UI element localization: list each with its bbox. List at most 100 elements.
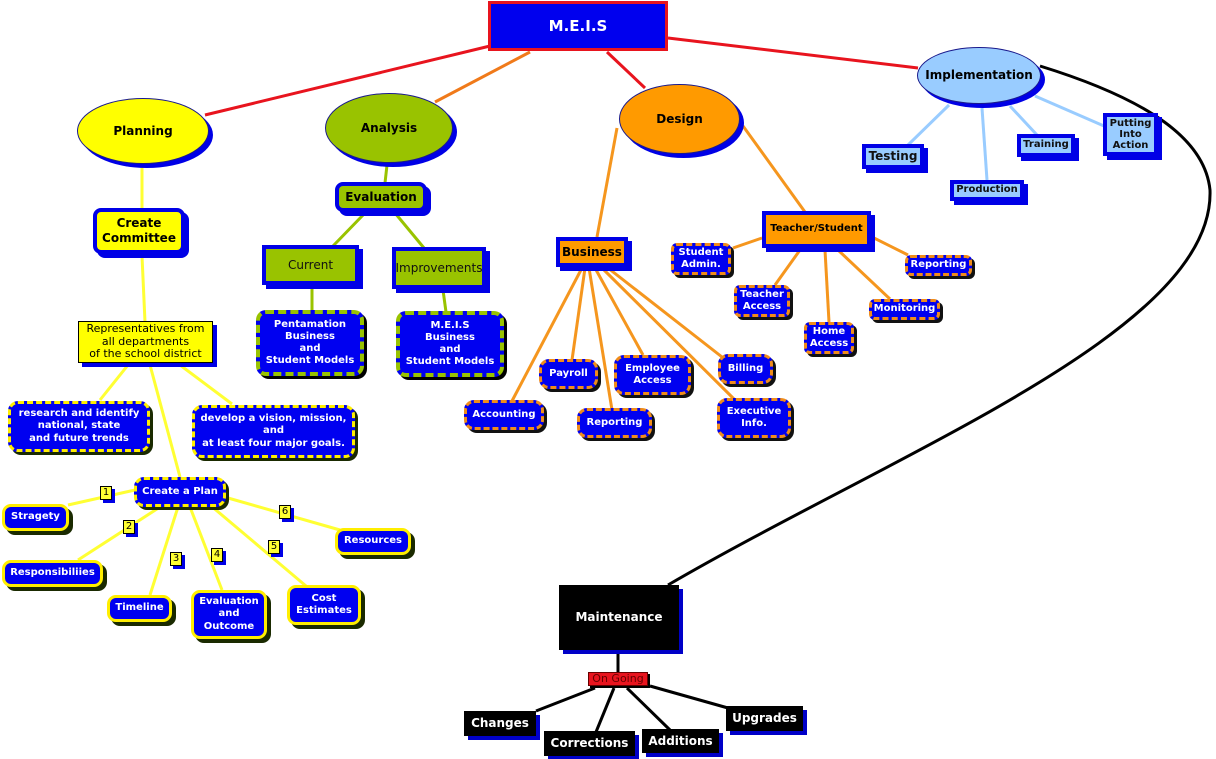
impl-item-testing[interactable]: Testing [862, 144, 924, 169]
plan-item-label: Resources [343, 535, 403, 547]
maint-item-additions[interactable]: Additions [642, 729, 719, 753]
step-number-4: 4 [211, 548, 223, 562]
link-reps-vision [179, 363, 233, 406]
link-teacher-studentadmin [732, 236, 763, 250]
improved-model-node[interactable]: M.E.I.S Business and Student Models [396, 311, 504, 377]
link-ongoing-additions [625, 686, 672, 732]
representatives-node[interactable]: Representatives from all departments of … [78, 321, 213, 363]
create-plan-label: Create a Plan [142, 485, 218, 497]
business-item-executive-info[interactable]: Executive Info. [717, 398, 791, 438]
ts-item-reporting[interactable]: Reporting [905, 255, 972, 276]
improvements-label: Improvements [395, 260, 483, 275]
maintenance-node[interactable]: Maintenance [559, 585, 679, 650]
maint-item-upgrades[interactable]: Upgrades [726, 706, 803, 731]
maint-item-label: Upgrades [732, 711, 797, 726]
link-ongoing-changes [535, 686, 596, 713]
business-item-label: Billing [727, 362, 764, 374]
research-label: research and identify national, state an… [18, 408, 140, 444]
step-number-3: 3 [170, 552, 182, 566]
impl-item-production[interactable]: Production [950, 180, 1024, 201]
research-node[interactable]: research and identify national, state an… [8, 401, 150, 452]
maint-item-label: Corrections [550, 736, 629, 751]
business-item-billing[interactable]: Billing [718, 354, 773, 384]
impl-item-putting-into-action[interactable]: Putting Into Action [1103, 113, 1158, 156]
link-root-design [605, 50, 647, 90]
plan-item-label: Cost Estimates [296, 592, 352, 616]
link-teacher-homeaccess [823, 249, 831, 323]
plan-item-label: Evaluation and Outcome [199, 596, 259, 632]
planning-node[interactable]: Planning [77, 98, 209, 164]
maint-item-label: Changes [471, 716, 529, 731]
link-business-employee [593, 267, 645, 356]
design-label: Design [656, 111, 703, 126]
step-number-2: 2 [123, 520, 135, 534]
on-going-text: On Going [592, 672, 644, 686]
create-committee-label: Create Committee [102, 216, 176, 245]
vision-node[interactable]: develop a vision, mission, and at least … [192, 405, 355, 458]
analysis-node[interactable]: Analysis [325, 93, 453, 163]
root-node-meis[interactable]: M.E.I.S [488, 1, 668, 51]
business-item-reporting[interactable]: Reporting [577, 408, 652, 438]
ts-item-label: Reporting [910, 259, 967, 271]
plan-item-label: Responsibiliies [10, 567, 95, 579]
business-item-employee-access[interactable]: Employee Access [614, 355, 691, 395]
root-label: M.E.I.S [548, 16, 608, 35]
representatives-label: Representatives from all departments of … [86, 322, 205, 361]
link-improvements-model [441, 289, 448, 313]
ts-item-label: Student Admin. [678, 246, 724, 270]
plan-item-resources[interactable]: Resources [335, 528, 411, 555]
current-label: Current [287, 257, 334, 272]
link-ongoing-upgrades [649, 684, 729, 710]
ts-item-label: Monitoring [873, 303, 936, 315]
improvements-node[interactable]: Improvements [392, 247, 486, 289]
plan-item-timeline[interactable]: Timeline [107, 595, 172, 622]
link-impl-training [1008, 104, 1039, 137]
link-plan-3 [148, 506, 180, 596]
link-business-accounting [510, 267, 584, 402]
business-item-payroll[interactable]: Payroll [539, 359, 598, 389]
business-item-label: Employee Access [625, 362, 680, 386]
business-node[interactable]: Business [556, 237, 628, 267]
improved-model-label: M.E.I.S Business and Student Models [405, 319, 495, 368]
maint-item-corrections[interactable]: Corrections [544, 731, 635, 756]
impl-item-label: Testing [868, 149, 918, 164]
link-impl-putting [1034, 94, 1105, 128]
plan-item-strategy[interactable]: Stragety [2, 504, 69, 531]
maint-item-changes[interactable]: Changes [464, 711, 536, 736]
teacher-student-node[interactable]: Teacher/Student [762, 211, 871, 248]
implementation-node[interactable]: Implementation [917, 47, 1041, 104]
business-item-accounting[interactable]: Accounting [464, 400, 544, 430]
teacher-student-label: Teacher/Student [770, 223, 863, 235]
plan-item-responsibilities[interactable]: Responsibiliies [2, 560, 103, 587]
create-committee-node[interactable]: Create Committee [93, 208, 185, 254]
ts-item-teacher-access[interactable]: Teacher Access [734, 285, 790, 317]
create-plan-node[interactable]: Create a Plan [134, 477, 226, 507]
impl-item-training[interactable]: Training [1017, 134, 1075, 157]
link-committee-reps [140, 255, 147, 323]
link-impl-production [980, 107, 989, 181]
plan-item-cost-estimates[interactable]: Cost Estimates [287, 585, 361, 625]
ts-item-student-admin[interactable]: Student Admin. [671, 243, 731, 275]
plan-item-evaluation[interactable]: Evaluation and Outcome [191, 590, 267, 639]
current-model-label: Pentamation Business and Student Models [265, 318, 355, 367]
link-plan-4 [188, 506, 224, 591]
business-label: Business [562, 244, 622, 259]
ts-item-label: Home Access [809, 325, 849, 349]
design-node[interactable]: Design [619, 84, 740, 154]
current-model-node[interactable]: Pentamation Business and Student Models [256, 310, 364, 376]
current-node[interactable]: Current [262, 245, 359, 285]
vision-label: develop a vision, mission, and at least … [200, 413, 347, 449]
impl-item-label: Putting Into Action [1109, 118, 1152, 151]
impl-item-label: Production [956, 184, 1018, 196]
analysis-label: Analysis [360, 120, 418, 135]
business-item-label: Executive Info. [726, 405, 782, 429]
link-business-executive [600, 266, 737, 402]
link-root-implementation [667, 36, 919, 70]
link-plan-2 [77, 505, 161, 562]
ts-item-monitoring[interactable]: Monitoring [869, 299, 940, 320]
link-business-reporting [587, 267, 614, 411]
ts-item-home-access[interactable]: Home Access [804, 322, 854, 354]
evaluation-node[interactable]: Evaluation [335, 182, 427, 212]
link-impl-testing [906, 103, 951, 147]
